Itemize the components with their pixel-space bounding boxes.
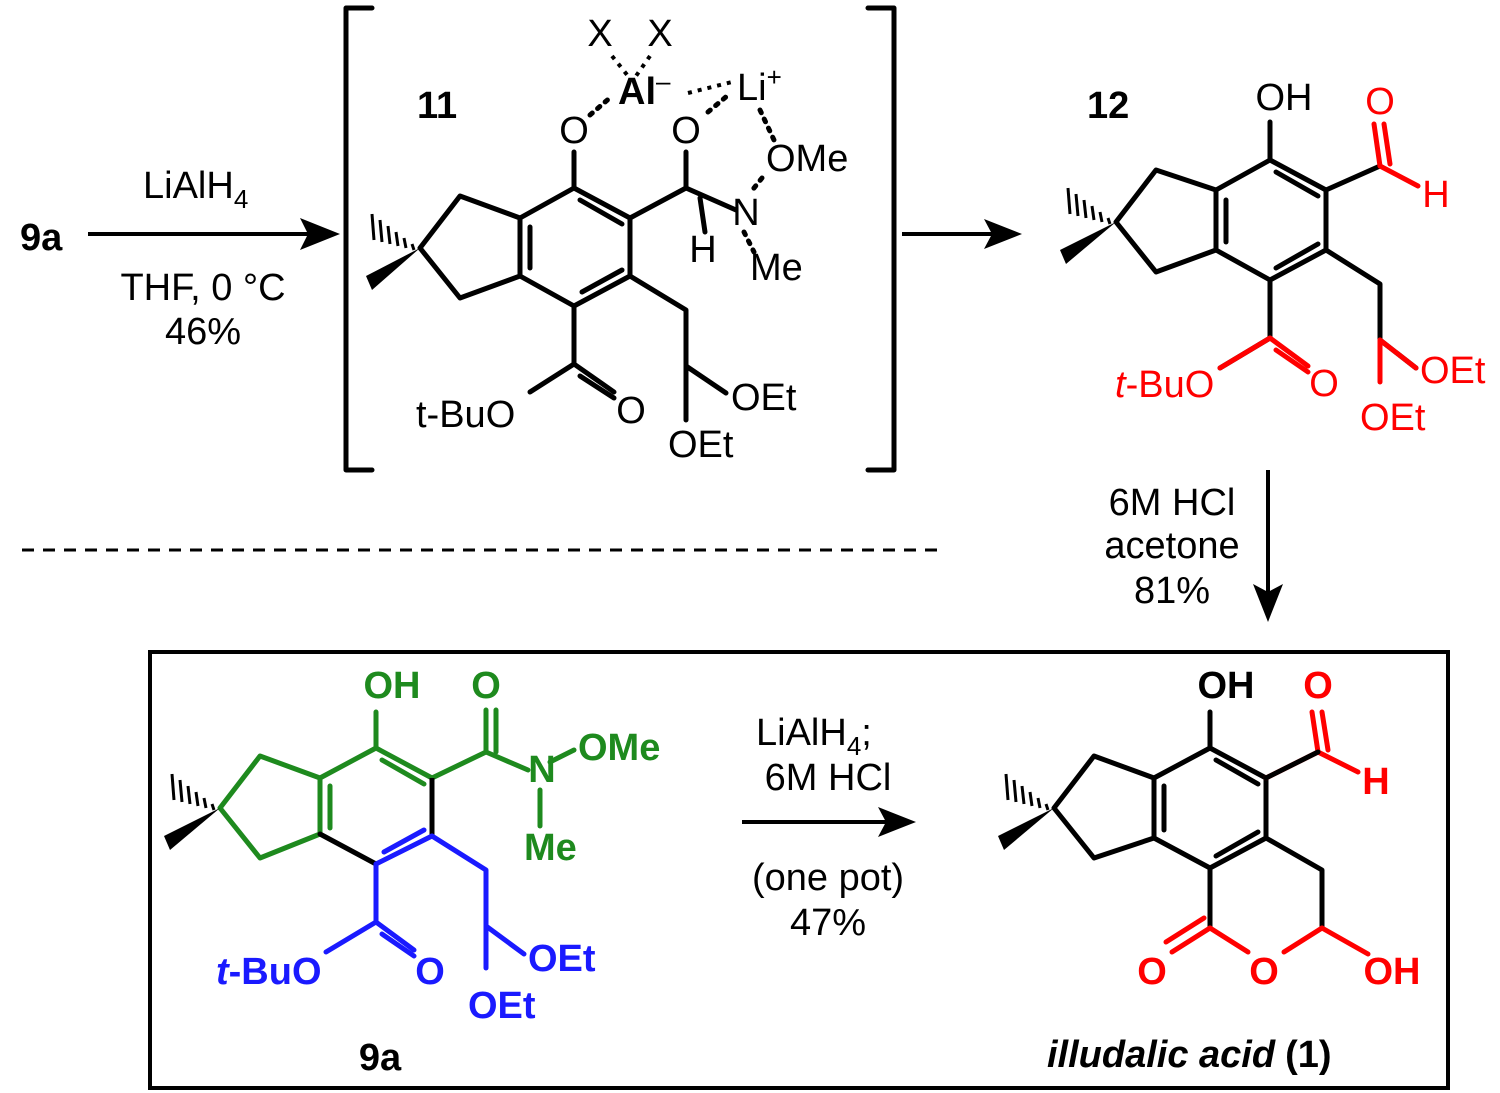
right-bracket (865, 5, 897, 473)
step1-yield: 46% (165, 311, 241, 353)
aldehyde-o: O (1365, 81, 1395, 123)
aluminum-atom: Al– (618, 66, 671, 113)
box-reagent: LiAlH4; (756, 712, 872, 761)
summary-box (148, 650, 1450, 1090)
o-right: O (671, 110, 701, 152)
ester-carbonyl-o: O (1309, 363, 1339, 405)
oh-group: OH (1256, 77, 1313, 119)
step2-yield: 81% (1134, 570, 1210, 612)
oet-2: OEt (668, 424, 734, 466)
oet-1: OEt (1420, 350, 1486, 392)
product-name: illudalic acid(1) (1047, 1034, 1332, 1076)
oet-2: OEt (1360, 397, 1426, 439)
oh-group: OH (364, 665, 421, 707)
ester-group: t-BuO (416, 394, 515, 436)
step1-reagent: LiAlH4 (143, 165, 248, 214)
n-atom: N (528, 749, 555, 791)
step1-solvent: THF, 0 °C (120, 267, 285, 309)
aldehyde-h: H (1362, 761, 1389, 803)
ome-group: OMe (766, 138, 848, 180)
aldehyde-h: H (1422, 174, 1449, 216)
oet-1: OEt (528, 938, 596, 980)
lithium-atom: Li+ (737, 62, 782, 109)
compound-9a-structure: OH O OMe N Me t-BuO O OEt OEt 9a (164, 665, 660, 1079)
start-compound-label: 9a (20, 217, 63, 259)
step-arrow-intermediate-to-12 (902, 219, 1022, 249)
step2-arrow (1253, 470, 1283, 622)
ester-group: t-BuO (216, 951, 322, 993)
box-acid: 6M HCl (765, 757, 892, 799)
ester-carbonyl-o: O (415, 951, 445, 993)
o-left: O (559, 110, 589, 152)
n-atom: N (732, 192, 759, 234)
hydroxyl-oh: OH (1364, 951, 1421, 993)
ester-carbonyl-o: O (616, 390, 646, 432)
ome-group: OMe (578, 727, 660, 769)
compound-12-structure: 12 OH O H t-BuO O OEt OEt (1060, 77, 1486, 439)
step1-arrow (88, 218, 340, 250)
compound-label: 9a (359, 1037, 402, 1079)
x-ligand-right: X (647, 13, 672, 55)
ring-o: O (1249, 951, 1279, 993)
n-methyl: Me (524, 827, 577, 869)
amide-o: O (471, 665, 501, 707)
box-one-pot: (one pot) (752, 857, 904, 899)
intermediate-number: 11 (417, 85, 457, 127)
lactone-carbonyl-o: O (1137, 951, 1167, 993)
step2-solvent: acetone (1104, 525, 1239, 567)
aldehyde-o: O (1303, 665, 1333, 707)
left-bracket (343, 5, 375, 473)
step2-reagent: 6M HCl (1109, 482, 1236, 524)
oh-group: OH (1198, 665, 1255, 707)
n-methyl: Me (750, 247, 803, 289)
box-yield: 47% (790, 902, 866, 944)
product-number: 12 (1087, 85, 1129, 127)
x-ligand-left: X (587, 13, 612, 55)
intermediate-11-structure: 11 X X Al– Li+ O O OMe N H Me t-BuO O OE… (366, 13, 848, 466)
oet-1: OEt (731, 377, 797, 419)
illudalic-acid-structure: OH O H O O OH illudalic acid(1) (998, 665, 1421, 1076)
ester-group: t-BuO (1115, 364, 1214, 406)
h-atom: H (689, 229, 716, 271)
oet-2: OEt (468, 985, 536, 1027)
box-arrow (742, 807, 916, 837)
